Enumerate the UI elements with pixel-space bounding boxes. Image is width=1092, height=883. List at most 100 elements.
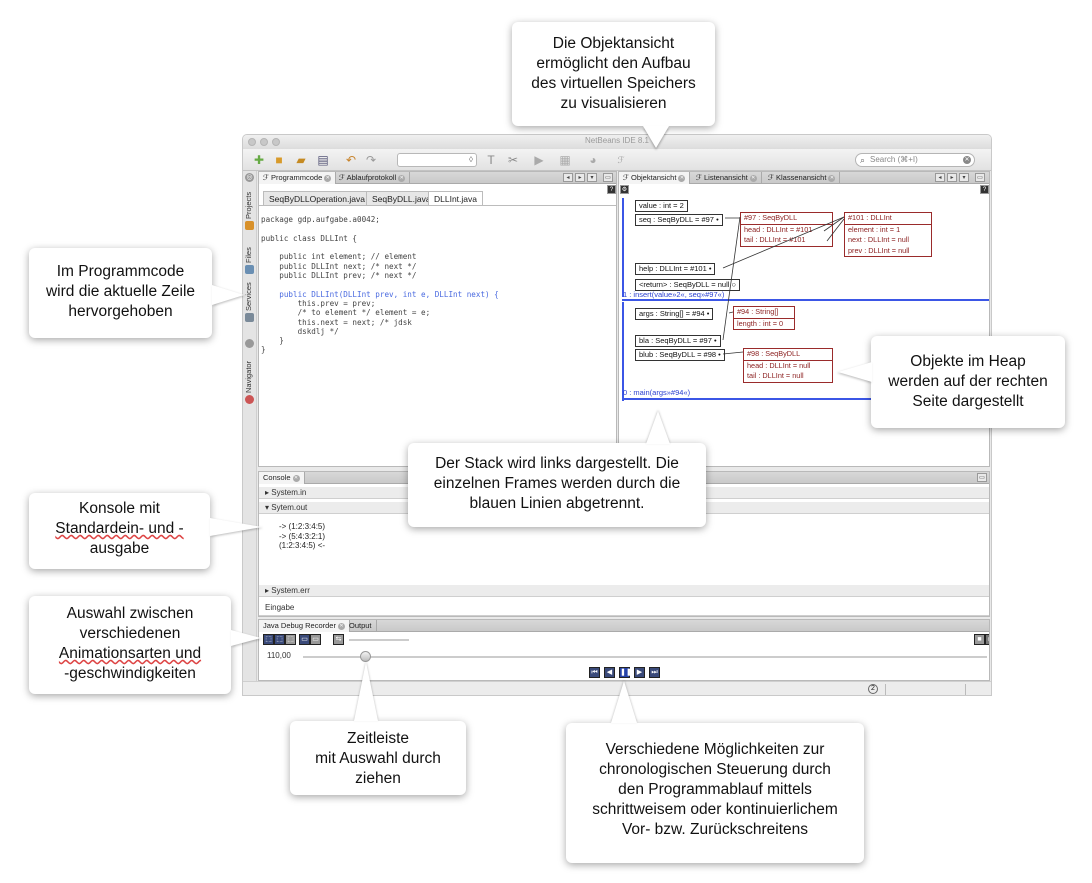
settings-icon[interactable]: ◎ [245, 173, 254, 182]
tab-programmcode[interactable]: ℱ Programmcode✕ [259, 172, 337, 184]
notifications-icon[interactable]: 2 [868, 684, 878, 694]
callout-line: den Programmablauf mittels [618, 781, 812, 798]
scroll-tabs-left-icon[interactable]: ◂ [563, 173, 573, 182]
zoom-window-button[interactable] [272, 138, 280, 146]
object-settings-icon[interactable]: ⚙ [620, 185, 629, 194]
build-icon[interactable]: T [487, 153, 495, 167]
help-icon[interactable]: ? [607, 185, 616, 194]
save-all-icon[interactable]: ▤ [317, 153, 329, 167]
filetab-dllint[interactable]: DLLInt.java [428, 191, 483, 205]
maximize-panel-icon[interactable]: ▭ [975, 173, 985, 182]
stack-var-seq[interactable]: seq : SeqByDLL = #97 • [635, 214, 723, 226]
maximize-panel-icon[interactable]: ▭ [603, 173, 613, 182]
arrow-tail-to-101 [826, 218, 845, 242]
scroll-tabs-left-icon[interactable]: ◂ [935, 173, 945, 182]
new-project-icon[interactable]: ■ [275, 153, 283, 167]
object-header: #101 : DLLInt [845, 213, 931, 225]
undo-icon[interactable]: ↶ [345, 153, 357, 167]
jump-to-end-button[interactable]: ⏭ [649, 667, 660, 678]
pause-button[interactable]: ❚❚ [619, 667, 632, 678]
redo-icon[interactable]: ↷ [365, 153, 377, 167]
callout-line: schrittweisem oder kontinuierlichem [592, 801, 838, 818]
run-icon[interactable]: ▶ [534, 153, 544, 167]
animation-mode-icon[interactable]: ⬚ [263, 634, 274, 645]
clean-build-icon[interactable]: ✂ [507, 153, 519, 167]
editor-tabbar: ℱ Programmcode✕ ℱ Ablaufprotokoll✕ ◂ ▸ ▾… [259, 172, 616, 184]
scroll-tabs-right-icon[interactable]: ▸ [575, 173, 585, 182]
heap-object-94[interactable]: #94 : String[] length : int = 0 [733, 306, 795, 331]
clear-search-icon[interactable]: ✕ [963, 156, 971, 164]
stack-var-bla[interactable]: bla : SeqByDLL = #97 • [635, 335, 721, 347]
close-tab-icon[interactable]: ✕ [828, 174, 836, 182]
close-tab-icon[interactable]: ✕ [324, 174, 332, 182]
profile-icon[interactable]: ◕ [589, 153, 597, 167]
sidebar-tab-files[interactable]: Files [244, 247, 253, 263]
tab-listenansicht[interactable]: ℱ Listenansicht✕ [692, 172, 762, 184]
close-tab-icon[interactable]: ✕ [292, 474, 300, 482]
heap-object-101[interactable]: #101 : DLLInt element : int = 1 next : D… [844, 212, 932, 258]
heap-object-98[interactable]: #98 : SeqByDLL head : DLLInt = null tail… [743, 348, 833, 383]
tab-objektansicht[interactable]: ℱ Objektansicht✕ [619, 172, 691, 184]
tab-klassenansicht[interactable]: ℱ Klassenansicht✕ [764, 172, 841, 184]
scroll-tabs-right-icon[interactable]: ▸ [947, 173, 957, 182]
system-err-row[interactable]: ▸ System.err [259, 585, 989, 597]
sidebar-tab-navigator[interactable]: Navigator [244, 360, 253, 393]
object-field: tail : DLLInt = #101 [744, 235, 806, 245]
tab-console[interactable]: Console✕ [259, 472, 305, 484]
sidebar-tab-projects[interactable]: Projects [244, 191, 253, 219]
filetab-seqbydlloperation[interactable]: SeqByDLLOperation.java [263, 191, 371, 205]
callout-line: Im Programmcode [56, 263, 185, 280]
timeline-thumb[interactable] [359, 651, 371, 662]
timeline-track[interactable] [303, 656, 987, 658]
filetab-seqbydll[interactable]: SeqByDLL.java [366, 191, 437, 205]
highlighted-code-line: public DLLInt(DLLInt prev, int e, DLLInt… [261, 289, 499, 299]
debug-tabbar: Java Debug Recorder✕ Output [259, 620, 989, 632]
search-input[interactable]: ⌕ Search (⌘+I) ✕ [855, 153, 975, 167]
callout-pointer [643, 126, 669, 148]
stack-var-return[interactable]: <return> : SeqByDLL = null ○ [635, 279, 741, 291]
input-row[interactable]: Eingabe [259, 600, 989, 616]
speed-toggle-icon[interactable]: ⇆ [333, 634, 344, 645]
close-window-button[interactable] [248, 138, 256, 146]
new-file-icon[interactable]: ✚ [253, 153, 265, 167]
animation-speed-icon[interactable]: ▭ [310, 634, 321, 645]
navigator-settings-icon[interactable] [245, 339, 254, 348]
help-icon[interactable]: ? [980, 185, 989, 194]
var-text: <return> : SeqByDLL = null [639, 280, 730, 289]
animation-mode-icon[interactable]: ⬚ [274, 634, 285, 645]
step-back-button[interactable]: ◀ [604, 667, 615, 678]
animation-speed-icon[interactable]: ▭ [299, 634, 310, 645]
step-forward-button[interactable]: ▶ [634, 667, 645, 678]
animation-mode-icon[interactable]: ⬚ [285, 634, 296, 645]
row-label: System.in [271, 488, 307, 497]
tab-ablaufprotokoll[interactable]: ℱ Ablaufprotokoll✕ [335, 172, 411, 184]
tab-java-debug-recorder[interactable]: Java Debug Recorder✕ [259, 620, 350, 632]
open-project-icon[interactable]: ▰ [296, 153, 306, 167]
tab-output[interactable]: Output [345, 620, 377, 632]
close-tab-icon[interactable]: ✕ [337, 622, 345, 630]
configuration-select[interactable]: ◊ [397, 153, 477, 167]
maximize-panel-icon[interactable]: ▭ [977, 473, 987, 482]
sidebar-tab-services[interactable]: Services [244, 282, 253, 311]
code-line: public DLLInt next; /* next */ [261, 261, 417, 271]
close-tab-icon[interactable]: ✕ [398, 174, 406, 182]
settings-icon[interactable]: ◉ [985, 634, 989, 645]
stack-var-help[interactable]: help : DLLInt = #101 • [635, 263, 716, 275]
tab-list-icon[interactable]: ▾ [959, 173, 969, 182]
close-tab-icon[interactable]: ✕ [749, 174, 757, 182]
stack-var-args[interactable]: args : String[] = #94 • [635, 308, 714, 320]
jump-to-start-button[interactable]: ⏮ [589, 667, 600, 678]
jdk-icon[interactable]: ℱ [617, 155, 625, 165]
callout-animation: Auswahl zwischen verschiedenen Animation… [29, 596, 231, 694]
stack-var-value[interactable]: value : int = 2 [635, 200, 688, 212]
frame-separator-0 [622, 398, 989, 400]
debug-icon[interactable]: ▦ [559, 153, 571, 167]
record-icon[interactable]: ■ [974, 634, 985, 645]
stack-var-blub[interactable]: blub : SeqByDLL = #98 • [635, 349, 725, 361]
tab-list-icon[interactable]: ▾ [587, 173, 597, 182]
source-code[interactable]: package gdp.aufgabe.a0042; public class … [261, 206, 499, 355]
speed-slider[interactable] [349, 639, 409, 641]
minimize-window-button[interactable] [260, 138, 268, 146]
close-tab-icon[interactable]: ✕ [678, 174, 686, 182]
frame1-label: 1 : insert(value»2«, seq»#97«) [623, 290, 725, 299]
